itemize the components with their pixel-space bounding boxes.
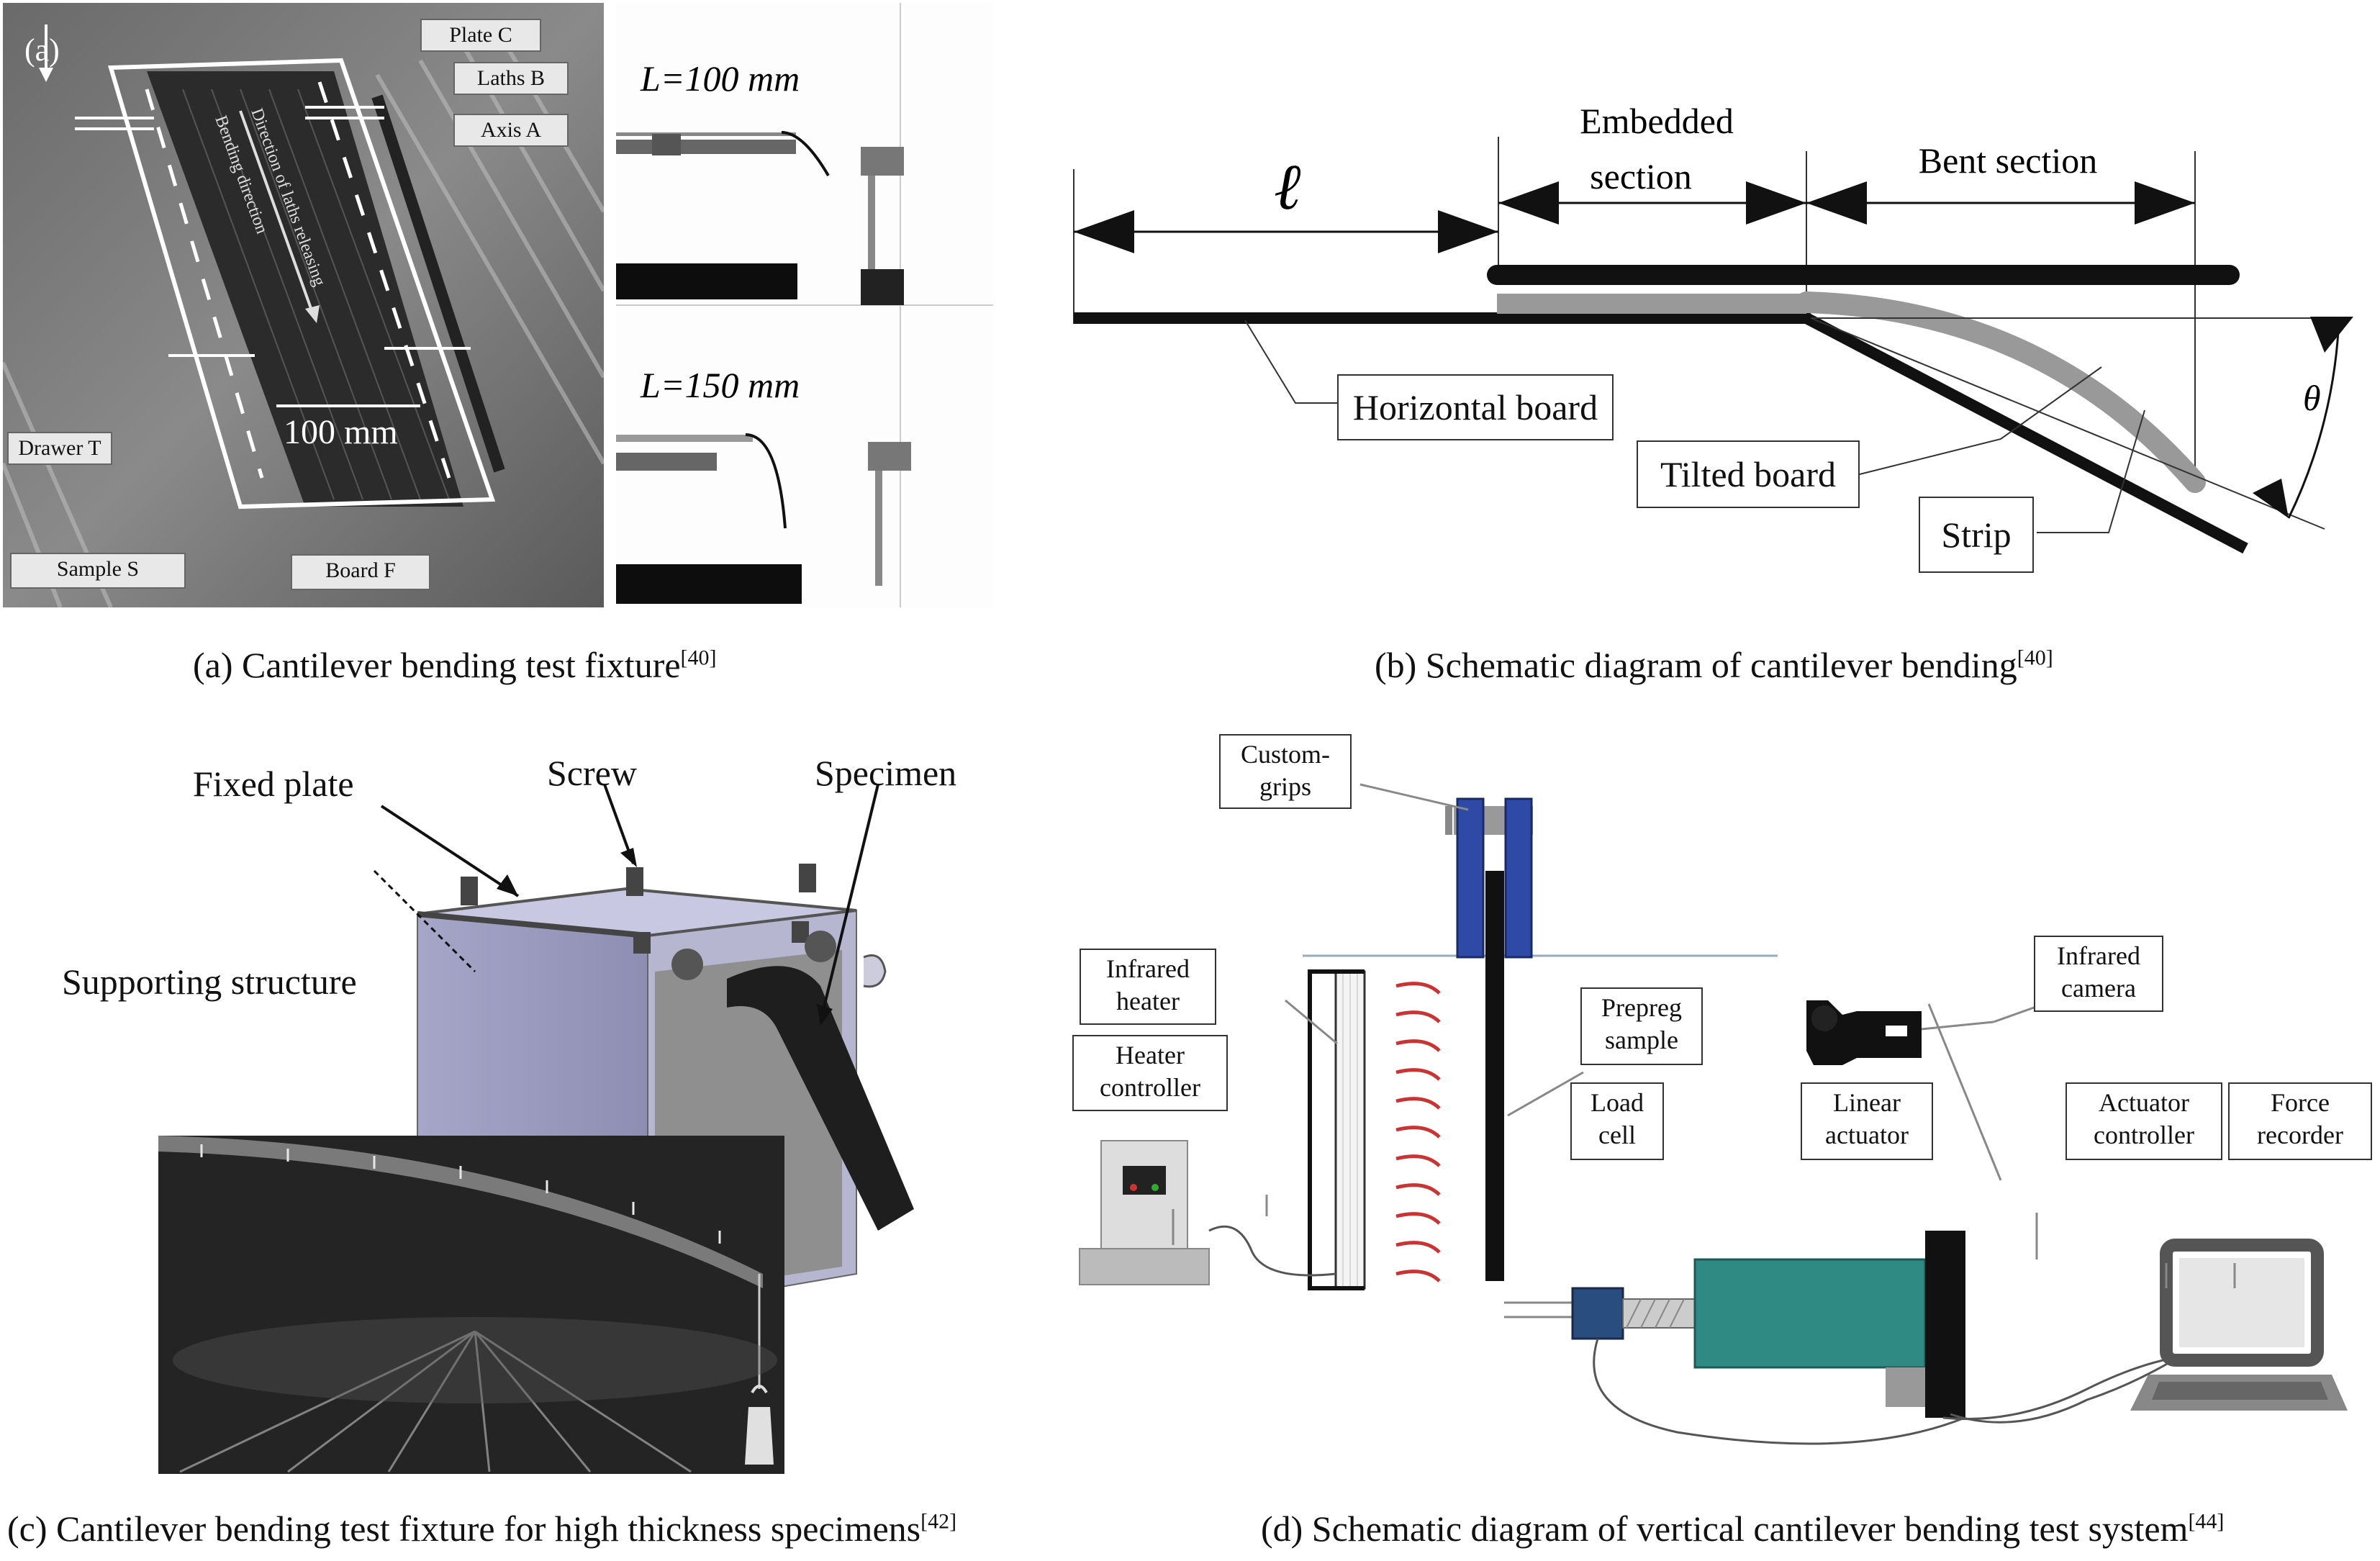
length-100-text: L=100 mm <box>640 58 800 99</box>
axis-a-label: Axis A <box>453 114 569 147</box>
section-label: section <box>1590 156 1692 196</box>
caption-c: (c) Cantilever bending test fixture for … <box>7 1508 957 1549</box>
panel-b-diagram: ℓ Embedded section Bent section θ <box>1073 108 2353 554</box>
drawer-t-label: Drawer T <box>7 432 112 465</box>
scale-text: 100 mm <box>284 413 398 451</box>
supporting-structure-label: Supporting structure <box>62 962 357 1002</box>
panel-a-tag: (a) <box>24 32 60 68</box>
panel-a: Direction of laths releasing Bending dir… <box>0 0 1000 612</box>
laths-b-label: Laths B <box>453 62 569 95</box>
fixture-photo: Direction of laths releasing Bending dir… <box>3 3 604 607</box>
plate-c-label: Plate C <box>420 19 541 52</box>
embedded-label: Embedded <box>1580 108 1734 141</box>
specimen-label: Specimen <box>815 753 957 793</box>
custom-grips-label: Custom-grips <box>1219 734 1352 809</box>
sample-s-label: Sample S <box>10 553 186 589</box>
strip-label: Strip <box>1919 497 2034 573</box>
fixed-plate-label: Fixed plate <box>193 764 354 804</box>
caption-b: (b) Schematic diagram of cantilever bend… <box>1375 645 2053 685</box>
ell-label: ℓ <box>1274 152 1301 223</box>
tilted-board-label: Tilted board <box>1637 440 1860 508</box>
theta-label: θ <box>2303 378 2321 418</box>
bent-section-label: Bent section <box>1919 140 2098 181</box>
length-trials-photo: L=100 mm L=150 mm <box>616 3 993 607</box>
board-f-label: Board F <box>291 554 430 590</box>
panel-c-fixture <box>158 784 914 1474</box>
length-150-text: L=150 mm <box>640 365 800 405</box>
panel-d-system <box>1079 783 2348 1445</box>
caption-a: (a) Cantilever bending test fixture[40] <box>193 645 717 685</box>
caption-d: (d) Schematic diagram of vertical cantil… <box>1261 1508 2225 1549</box>
screw-label: Screw <box>547 753 637 793</box>
horizontal-board-label: Horizontal board <box>1337 374 1614 440</box>
